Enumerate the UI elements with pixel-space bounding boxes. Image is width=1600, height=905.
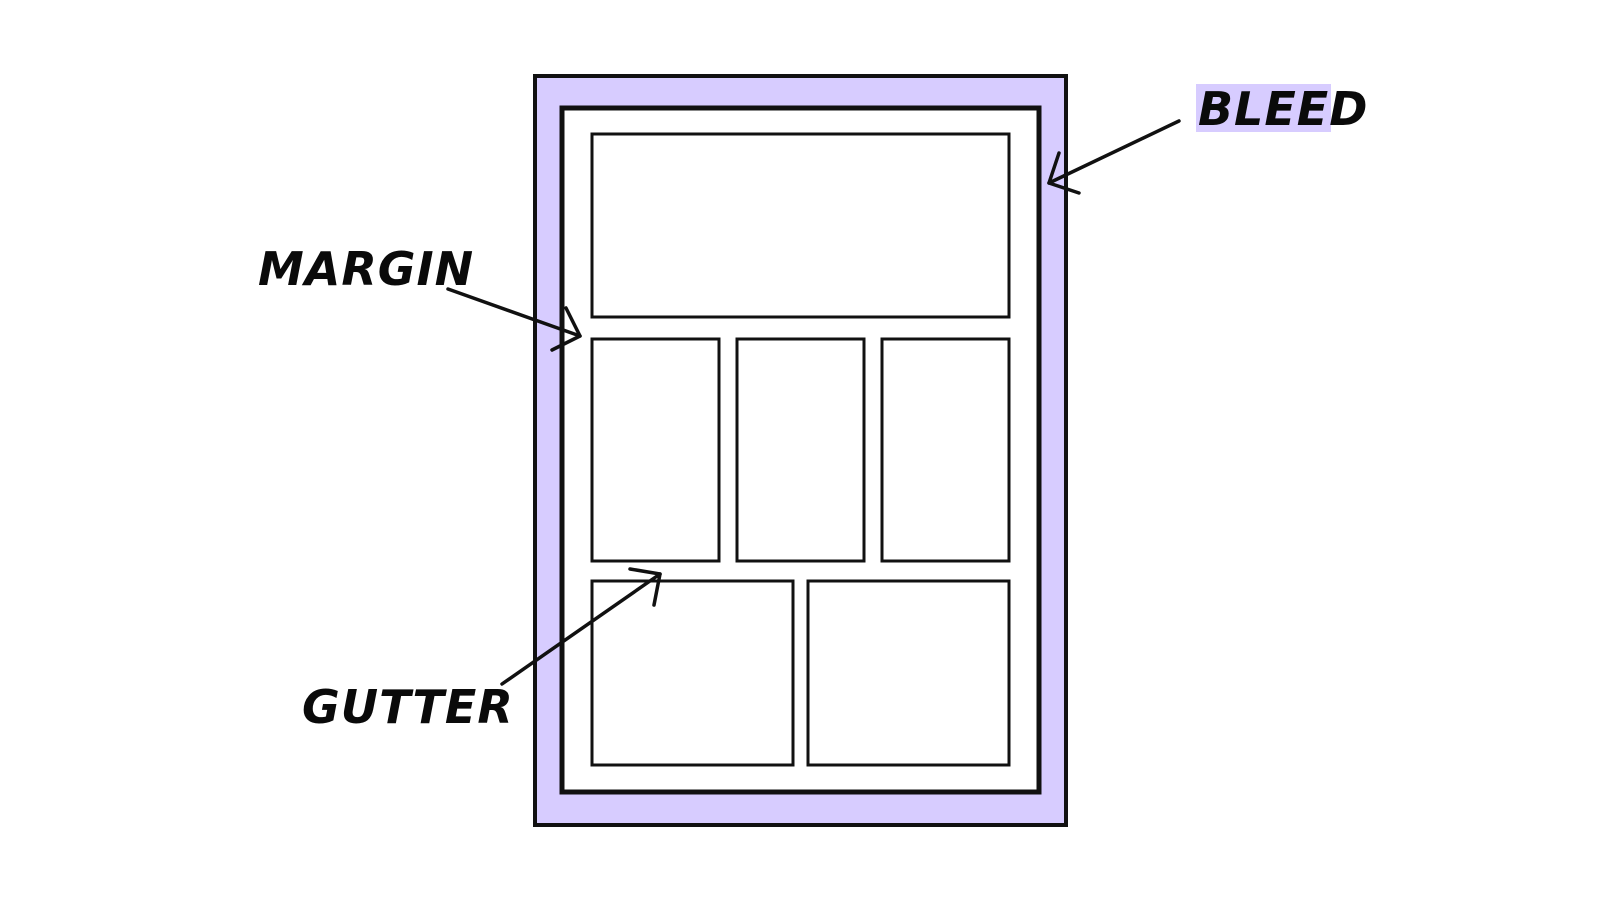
panel-bottom-left xyxy=(590,579,795,767)
panel-middle-right xyxy=(880,337,1011,563)
gutter-label: GUTTER xyxy=(302,680,514,734)
panel-middle-center xyxy=(735,337,866,563)
gutter-arrow xyxy=(500,567,662,686)
panel-bottom-right xyxy=(806,579,1011,767)
panel-middle-left xyxy=(590,337,721,563)
bleed-arrow xyxy=(1047,119,1181,195)
panel-top-wide xyxy=(590,132,1011,319)
margin-arrow xyxy=(446,287,582,352)
bleed-label: BLEED xyxy=(1198,82,1369,136)
bleed-label-highlight xyxy=(1196,84,1331,132)
margin-label: MARGIN xyxy=(258,242,475,296)
